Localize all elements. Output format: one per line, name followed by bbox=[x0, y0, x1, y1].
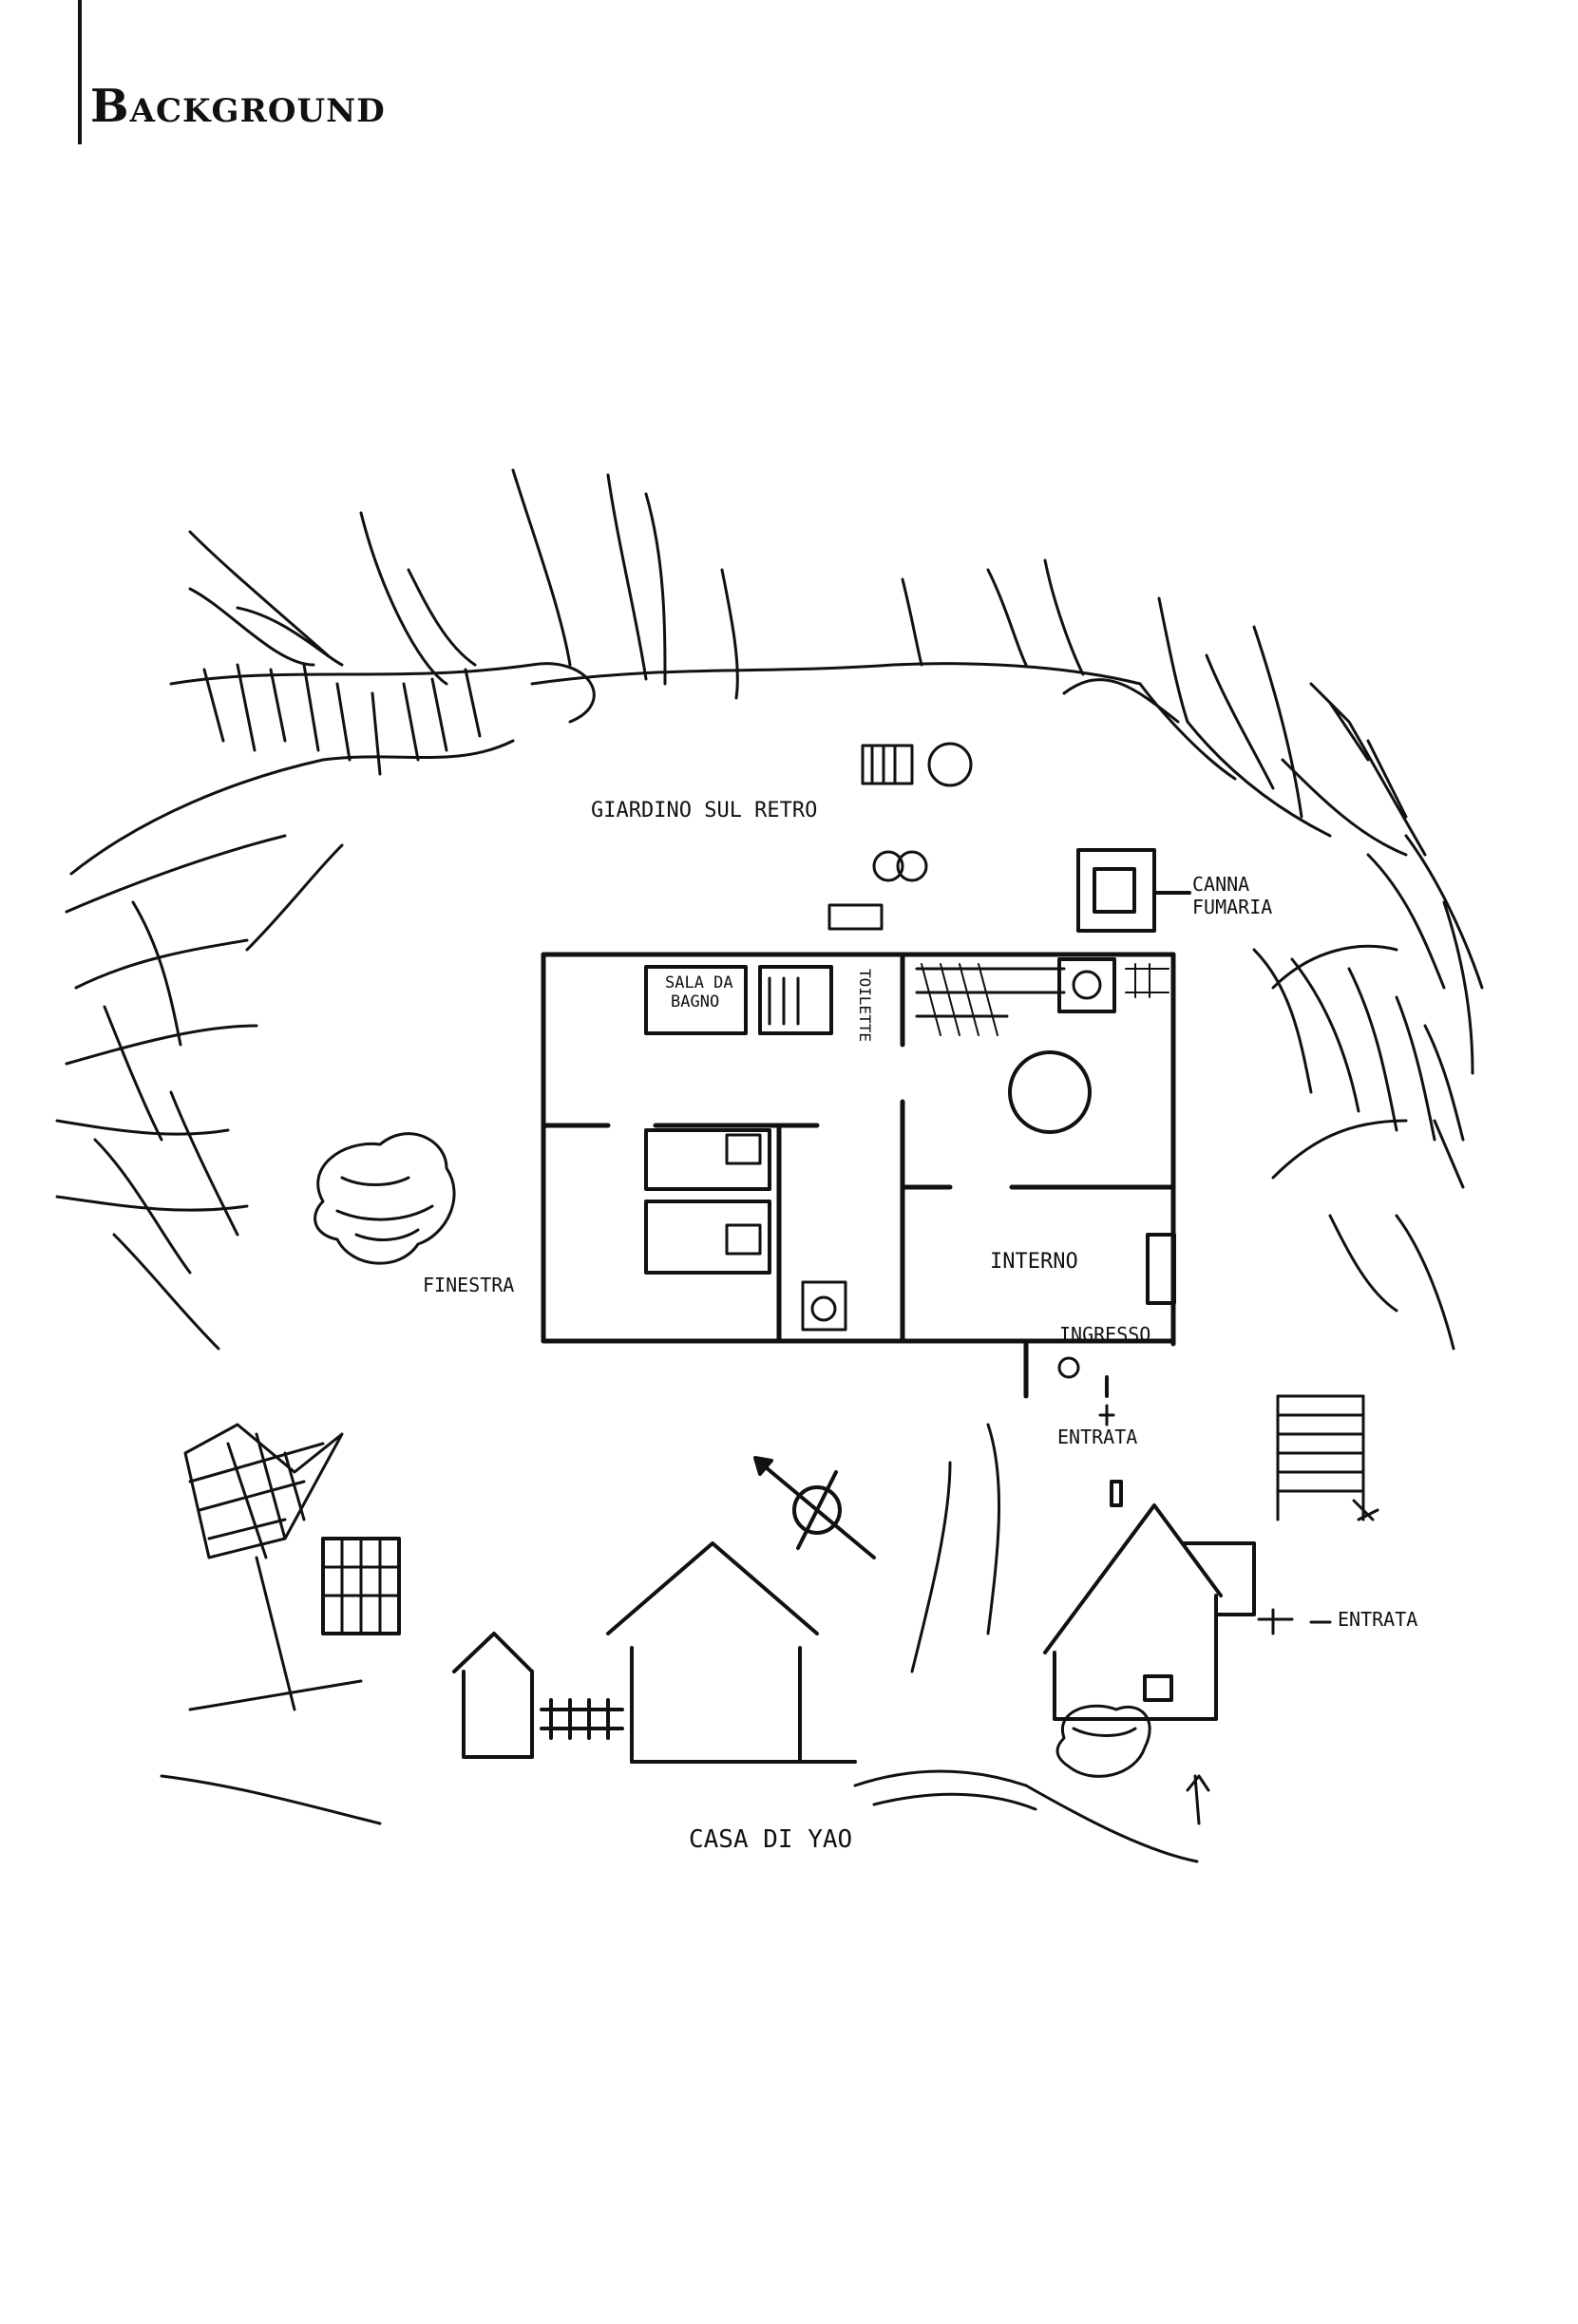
label-yao-house: CASA DI YAO bbox=[689, 1825, 852, 1854]
forest-ring bbox=[55, 468, 1484, 1351]
map-labels: GIARDINO SUL RETRO CANNA FUMARIA SALA DA… bbox=[423, 799, 1417, 1854]
house-floor-plan bbox=[541, 952, 1176, 1427]
label-bathroom-line2: BAGNO bbox=[671, 992, 719, 1011]
round-bush bbox=[314, 1132, 456, 1265]
label-window: FINESTRA bbox=[423, 1274, 514, 1296]
right-house bbox=[1043, 1375, 1256, 1721]
section-title: Background bbox=[90, 80, 386, 133]
label-entry-hall: INGRESSO bbox=[1059, 1323, 1150, 1346]
label-chimney-line1: CANNA bbox=[1192, 873, 1249, 896]
yao-house bbox=[452, 1541, 857, 1764]
side-stairs bbox=[1257, 1394, 1379, 1635]
chimney-block bbox=[1076, 848, 1191, 933]
label-entrance-side: ENTRATA bbox=[1338, 1608, 1417, 1631]
left-tree-lattice bbox=[160, 1423, 401, 1825]
compass-icon bbox=[753, 1456, 876, 1559]
label-chimney-line2: FUMARIA bbox=[1192, 896, 1272, 918]
label-toilet: TOILETTE bbox=[856, 969, 874, 1042]
label-bathroom-line1: SALA DA bbox=[665, 973, 733, 992]
label-interior: INTERNO bbox=[990, 1250, 1078, 1274]
bottom-bush bbox=[853, 1423, 1210, 1863]
label-backyard: GIARDINO SUL RETRO bbox=[591, 799, 817, 822]
label-entrance-main: ENTRATA bbox=[1057, 1426, 1137, 1448]
garden-furniture bbox=[827, 742, 973, 931]
title-rule bbox=[78, 0, 82, 144]
